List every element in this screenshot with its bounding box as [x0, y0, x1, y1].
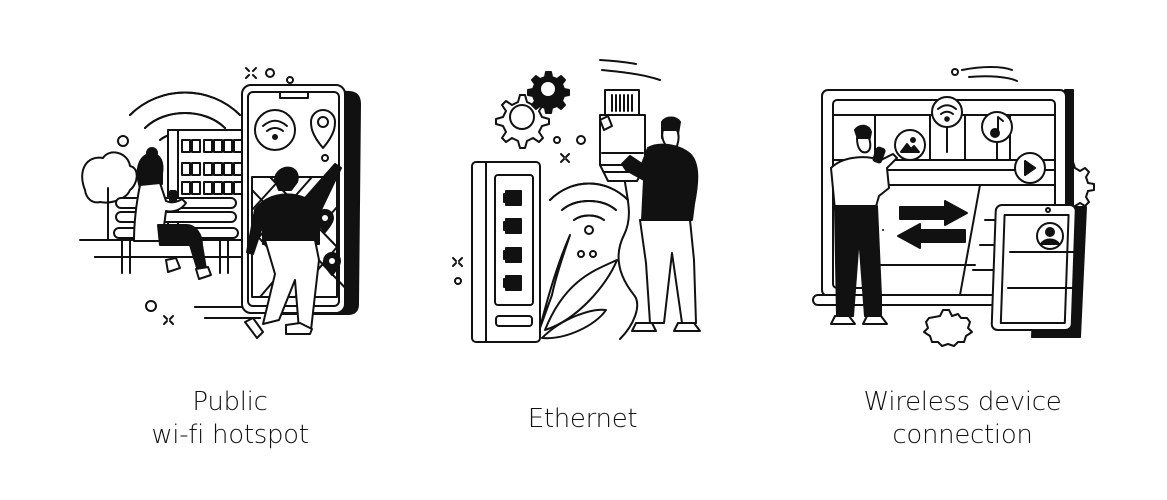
ethernet-switch-icon	[471, 161, 541, 343]
user-avatar-icon	[1036, 222, 1064, 250]
man-standing-figure	[244, 154, 342, 339]
panel-public-wifi-hotspot: Public wi-fi hotspot	[60, 0, 400, 500]
wifi-icon	[549, 182, 629, 235]
wifi-circle-icon	[254, 109, 296, 151]
caption-line-1: Ethernet	[527, 404, 638, 434]
man-holding-plug-figure	[599, 115, 701, 332]
caption-ethernet: Ethernet	[410, 403, 755, 436]
caption-line-2: connection	[892, 420, 1033, 450]
location-pin-icon	[310, 109, 336, 149]
sparkle-icon	[117, 67, 294, 325]
transfer-arrows-icon	[897, 200, 968, 249]
leaf-icon	[539, 234, 618, 340]
image-icon	[894, 129, 926, 161]
gear-filled-icon	[527, 71, 570, 114]
caption-line-2: wi-fi hotspot	[151, 420, 309, 450]
play-icon	[1014, 152, 1046, 184]
music-note-icon	[981, 111, 1013, 161]
panel-wireless-device-connection: Wireless device connection	[780, 0, 1145, 500]
caption-line-1: Public	[192, 387, 268, 417]
caption-wireless-device-connection: Wireless device connection	[780, 386, 1145, 452]
man-with-phone-figure	[830, 124, 898, 325]
public-wifi-illustration	[70, 60, 370, 350]
wifi-icon	[931, 96, 963, 153]
ethernet-illustration	[450, 59, 730, 350]
building-icon	[167, 129, 249, 241]
panel-ethernet: Ethernet	[410, 0, 755, 500]
wireless-illustration	[805, 60, 1105, 350]
caption-line-1: Wireless device	[863, 387, 1062, 417]
caption-public-wifi-hotspot: Public wi-fi hotspot	[60, 386, 400, 452]
woman-sitting-figure	[133, 147, 212, 280]
tablet-icon	[990, 204, 1087, 338]
